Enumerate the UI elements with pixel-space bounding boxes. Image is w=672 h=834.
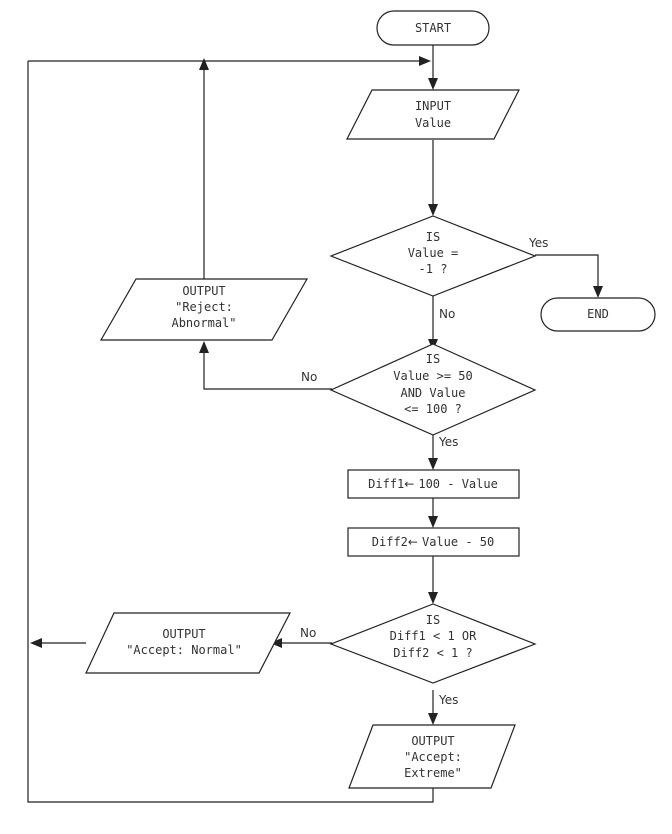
arrowhead-down-extreme	[428, 713, 438, 725]
process-diff1-expr: 100 - Value	[418, 477, 497, 491]
output-accept-normal-node: OUTPUT "Accept: Normal"	[85, 612, 291, 674]
decision-minus-one-line2: Value =	[408, 246, 459, 260]
arrowhead-down-input	[428, 78, 438, 90]
decision-minus-one: IS Value = -1 ?	[329, 215, 537, 297]
process-diff2-expr: Value - 50	[422, 535, 494, 549]
arrowhead-left-normal	[270, 638, 282, 648]
output-reject-line2: "Reject:	[175, 300, 233, 314]
connector-extreme-loop	[27, 61, 434, 803]
process-diff1-text: Diff1← 100 - Value	[368, 477, 498, 491]
connector-decision2-reject	[203, 349, 332, 390]
decision-diff: IS Diff1 < 1 OR Diff2 < 1 ?	[329, 603, 537, 684]
decision-diff-line2: Diff1 < 1 OR	[390, 629, 477, 643]
end-label: END	[587, 307, 609, 321]
output-accept-normal-line1: OUTPUT	[162, 627, 205, 641]
arrowhead-down-diff2	[428, 516, 438, 528]
input-value-line2: Value	[415, 116, 451, 130]
edge-labels: Yes No No Yes No Yes	[300, 236, 548, 707]
edge-label-diff-yes: Yes	[438, 693, 458, 707]
arrowhead-up-loop	[199, 58, 209, 70]
process-diff2-text: Diff2← Value - 50	[372, 535, 494, 549]
decision-range-line2: Value >= 50	[393, 369, 472, 383]
arrow-heads	[30, 56, 603, 725]
start-label: START	[415, 21, 451, 35]
arrowhead-down-end	[593, 286, 603, 298]
output-accept-extreme-node: OUTPUT "Accept: Extreme"	[348, 724, 516, 789]
edge-label-minus-one-yes: Yes	[528, 236, 548, 250]
connectors	[27, 45, 599, 803]
output-reject-node: OUTPUT "Reject: Abnormal"	[99, 278, 309, 341]
process-diff1-assign-arrow: ←	[404, 477, 414, 491]
decision-range-line3: AND Value	[400, 386, 465, 400]
decision-range: IS Value >= 50 AND Value <= 100 ?	[329, 343, 537, 436]
edge-label-minus-one-no: No	[439, 307, 455, 321]
arrowhead-down-decision3	[428, 592, 438, 604]
edge-label-diff-no: No	[300, 626, 316, 640]
decision-range-line4: <= 100 ?	[404, 402, 462, 416]
input-value-node: INPUT Value	[346, 89, 520, 140]
process-diff1: Diff1← 100 - Value	[347, 469, 520, 499]
process-diff2: Diff2← Value - 50	[347, 527, 520, 557]
arrowhead-right-loop	[419, 56, 431, 66]
decision-minus-one-line3: -1 ?	[419, 262, 448, 276]
arrowhead-left-loop	[30, 638, 42, 648]
arrowhead-down-diff1	[428, 458, 438, 470]
output-reject-line3: Abnormal"	[171, 316, 236, 330]
output-accept-extreme-line2: "Accept:	[404, 750, 462, 764]
decision-minus-one-line1: IS	[426, 230, 440, 244]
input-value-line1: INPUT	[415, 99, 451, 113]
arrowhead-up-reject	[199, 341, 209, 353]
decision-diff-line3: Diff2 < 1 ?	[393, 646, 472, 660]
decision-diff-line1: IS	[426, 613, 440, 627]
start-terminator: START	[376, 10, 490, 46]
edge-label-range-yes: Yes	[438, 435, 458, 449]
output-accept-normal-line2: "Accept: Normal"	[126, 643, 242, 657]
output-accept-extreme-line1: OUTPUT	[411, 734, 454, 748]
output-reject-line1: OUTPUT	[182, 284, 225, 298]
decision-range-line1: IS	[426, 352, 440, 366]
arrowhead-down-decision1	[428, 204, 438, 216]
output-accept-extreme-line3: Extreme"	[404, 766, 462, 780]
process-diff2-var: Diff2	[372, 535, 408, 549]
edge-label-range-no: No	[301, 370, 317, 384]
process-diff2-assign-arrow: ←	[408, 535, 418, 549]
process-diff1-var: Diff1	[368, 477, 404, 491]
connector-decision1-end	[535, 254, 599, 290]
end-terminator: END	[540, 297, 656, 332]
